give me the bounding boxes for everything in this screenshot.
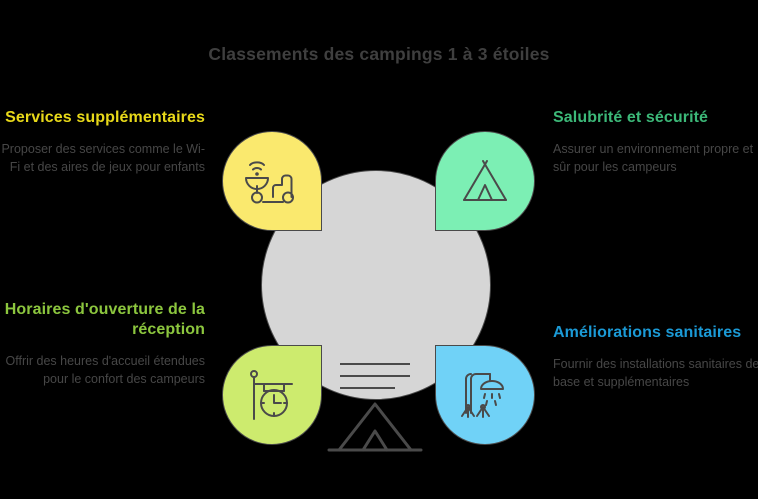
blob-bottom-left[interactable] [222, 345, 322, 445]
center-placeholder-line-2 [340, 375, 410, 377]
blob-top-left[interactable] [222, 131, 322, 231]
quadrant-text-bottom-left: Horaires d'ouverture de la réception Off… [0, 300, 205, 388]
quadrant-body-top-right: Assurer un environnement propre et sûr p… [553, 142, 754, 174]
quadrant-text-top-left: Services supplémentaires Proposer des se… [0, 108, 205, 176]
quadrant-body-bottom-right: Fournir des installations sanitaires de … [553, 357, 758, 389]
wifi-dish-and-ride-on-toy-icon [245, 161, 294, 204]
quadrant-heading-bottom-left: Horaires d'ouverture de la réception [4, 301, 205, 338]
quadrant-text-top-right: Salubrité et sécurité Assurer un environ… [553, 108, 758, 176]
quadrant-text-bottom-right: Améliorations sanitaires Fournir des ins… [553, 323, 758, 391]
center-placeholder-line-3 [340, 387, 395, 389]
quadrant-heading-bottom-right: Améliorations sanitaires [553, 324, 742, 341]
quadrant-heading-top-right: Salubrité et sécurité [553, 109, 709, 126]
hanging-clock-sign-icon [250, 370, 293, 420]
center-placeholder-line-1 [340, 363, 410, 365]
tent-icon [327, 402, 423, 452]
page-title: Classements des campings 1 à 3 étoiles [208, 44, 550, 64]
quadrant-heading-top-left: Services supplémentaires [5, 109, 205, 126]
quadrant-body-top-left: Proposer des services comme le Wi-Fi et … [1, 142, 205, 174]
blob-top-right[interactable] [435, 131, 535, 231]
teepee-tent-icon [463, 160, 507, 201]
quadrant-body-bottom-left: Offrir des heures d'accueil étendues pou… [5, 354, 206, 386]
infographic-diagram [211, 120, 561, 470]
shower-icon [461, 373, 504, 418]
blob-bottom-right[interactable] [435, 345, 535, 445]
